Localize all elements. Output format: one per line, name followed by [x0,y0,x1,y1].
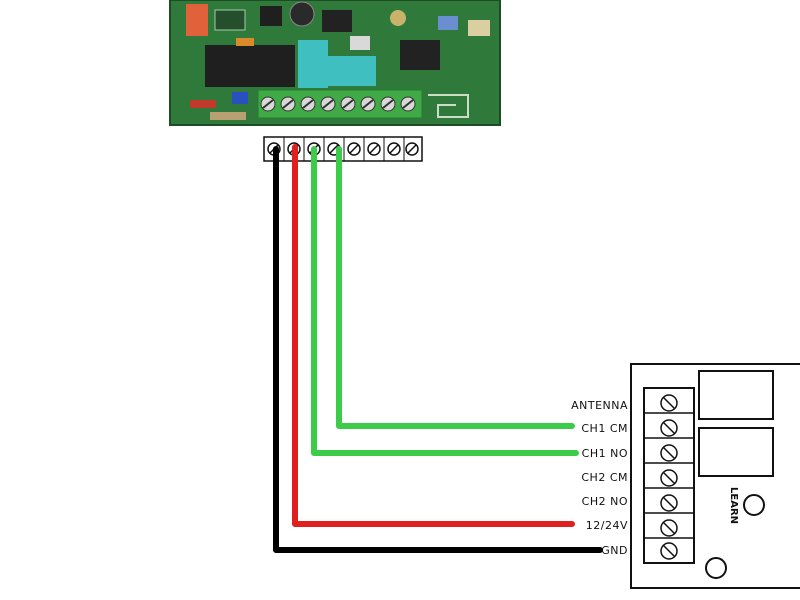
label-ch1-cm: CH1 CM [581,422,628,435]
label-gnd: GND [601,544,628,557]
module-terminal-screws [644,394,694,560]
pin-header [186,4,208,36]
relay-1 [298,40,328,88]
wires [273,144,603,553]
ch1-cm-wire [336,146,575,429]
board-terminal-screws [260,96,416,112]
label-power: 12/24V [586,519,628,532]
ic-chip [205,45,295,87]
terminal-labels: ANTENNA CH1 CM CH1 NO CH2 CM CH2 NO 12/2… [571,399,628,557]
power-wire [292,144,575,527]
capacitor [289,1,315,27]
module-relay-2 [698,427,774,477]
learn-button[interactable] [743,494,765,516]
label-ch2-no: CH2 NO [582,495,628,508]
label-ch1-no: CH1 NO [582,447,628,460]
label-antenna: ANTENNA [571,399,628,412]
gnd-wire [273,146,603,553]
module-terminal-block [643,387,695,564]
led-indicator [705,557,727,579]
ch1-no-wire [311,146,579,456]
relay-2 [326,56,376,86]
receiver-module: LEARN [630,363,800,589]
receiver-board [169,0,501,126]
label-ch2-cm: CH2 CM [581,471,628,484]
module-relay-1 [698,370,774,420]
learn-label: LEARN [728,487,739,524]
terminal-strip [263,136,423,162]
